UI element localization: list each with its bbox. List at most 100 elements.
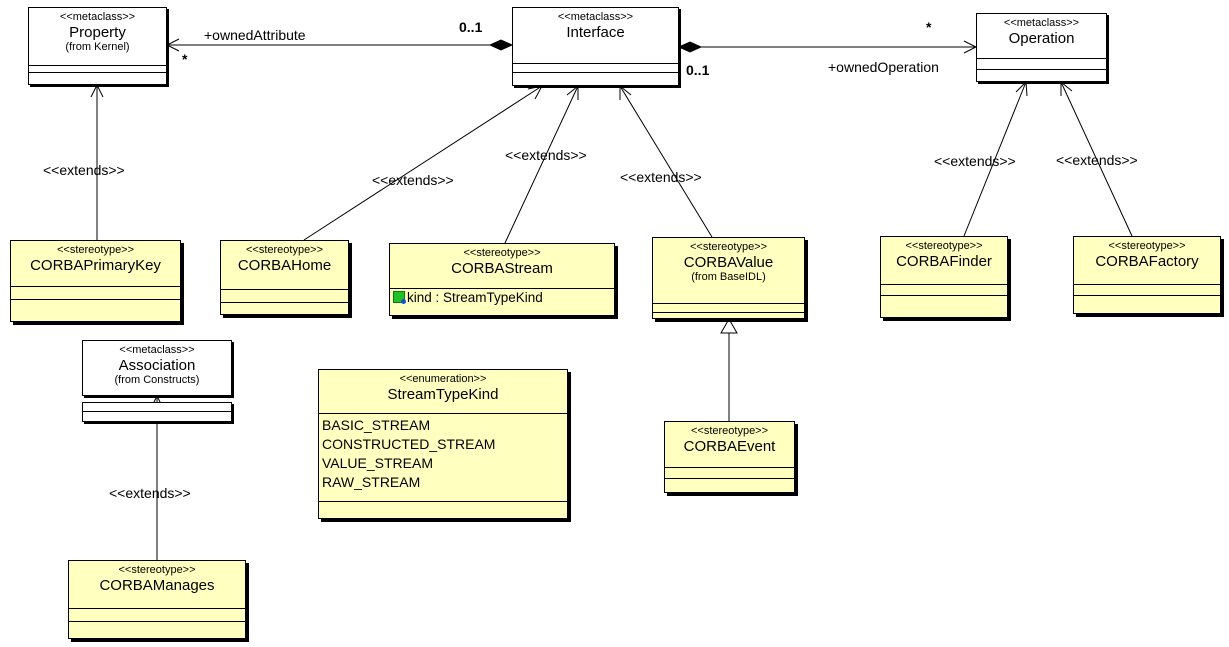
value-attributes	[653, 303, 804, 312]
owned-attribute-interface-multiplicity: 0..1	[459, 19, 483, 35]
enum-literal: VALUE_STREAM	[322, 455, 433, 471]
manages-name: CORBAManages	[99, 576, 215, 594]
extends-value-line	[619, 85, 713, 238]
operation-attributes	[977, 58, 1106, 69]
event-name: CORBAEvent	[683, 437, 776, 455]
property-class[interactable]: <<metaclass>> Property (from Kernel)	[28, 7, 167, 85]
value-name: CORBAValue	[683, 253, 774, 271]
stream-stereotype: <<stereotype>>	[463, 247, 541, 259]
extends-home-arrowhead	[527, 85, 543, 100]
corba-value-class[interactable]: <<stereotype>> CORBAValue (from BaseIDL)	[652, 237, 805, 319]
stream-type-kind-stereotype: <<enumeration>>	[399, 373, 487, 385]
property-operations	[29, 72, 166, 73]
manages-operations	[69, 621, 245, 622]
extends-label-stream: <<extends>>	[505, 147, 587, 163]
manages-attributes	[69, 608, 245, 621]
extends-factory-arrowhead	[1060, 80, 1073, 96]
interface-name: Interface	[566, 23, 625, 41]
association-name: Association	[118, 356, 196, 374]
corba-primary-key-class[interactable]: <<stereotype>> CORBAPrimaryKey	[10, 240, 181, 322]
association-compartments	[82, 402, 232, 422]
owned-operation-operation-multiplicity: *	[926, 19, 932, 35]
stream-name: CORBAStream	[451, 259, 553, 277]
value-operations	[653, 312, 804, 313]
home-name: CORBAHome	[237, 256, 332, 274]
stream-attribute-row[interactable]: kind : StreamTypeKind	[390, 288, 614, 306]
stream-type-kind-enumeration[interactable]: <<enumeration>> StreamTypeKind BASIC_STR…	[318, 369, 568, 519]
interface-class[interactable]: <<metaclass>> Interface	[512, 7, 679, 86]
primary-key-attributes	[11, 286, 180, 299]
corba-home-class[interactable]: <<stereotype>> CORBAHome	[220, 240, 349, 315]
finder-stereotype: <<stereotype>>	[905, 240, 983, 252]
factory-name: CORBAFactory	[1095, 252, 1199, 270]
interface-operations	[513, 72, 678, 73]
association-stereotype: <<metaclass>>	[119, 344, 195, 356]
public-attribute-icon	[393, 291, 406, 304]
operation-name: Operation	[1008, 29, 1075, 47]
event-operations	[665, 478, 794, 479]
finder-name: CORBAFinder	[896, 252, 992, 270]
stream-type-kind-name: StreamTypeKind	[387, 385, 499, 403]
owned-attribute-arrowhead	[165, 38, 180, 52]
extends-label-home: <<extends>>	[372, 172, 454, 188]
stream-type-kind-literals: BASIC_STREAM CONSTRUCTED_STREAM VALUE_ST…	[319, 413, 567, 501]
corba-finder-class[interactable]: <<stereotype>> CORBAFinder	[880, 236, 1008, 318]
operation-stereotype: <<metaclass>>	[1003, 17, 1080, 29]
interface-stereotype: <<metaclass>>	[557, 11, 634, 23]
extends-label-factory: <<extends>>	[1056, 152, 1138, 168]
association-class[interactable]: <<metaclass>> Association (from Construc…	[82, 340, 232, 396]
owned-attribute-role-label: +ownedAttribute	[204, 27, 306, 43]
extends-finder-line	[963, 81, 1027, 237]
association-from: (from Constructs)	[114, 373, 200, 386]
factory-operations	[1074, 295, 1220, 296]
event-attributes	[665, 467, 794, 478]
extends-home-line	[303, 85, 543, 241]
finder-attributes	[881, 284, 1007, 295]
home-operations	[221, 302, 348, 303]
extends-label-primary-key: <<extends>>	[43, 162, 125, 178]
extends-primary-key-arrowhead	[90, 83, 104, 98]
enum-literal: BASIC_STREAM	[322, 417, 431, 433]
interface-attributes	[513, 63, 678, 72]
stream-type-kind-operations	[319, 501, 567, 502]
extends-stream-arrowhead	[566, 84, 579, 100]
generalization-triangle	[720, 317, 738, 334]
extends-factory-line	[1060, 81, 1133, 237]
event-stereotype: <<stereotype>>	[690, 425, 769, 437]
owned-operation-interface-multiplicity: 0..1	[686, 62, 710, 78]
corba-factory-class[interactable]: <<stereotype>> CORBAFactory	[1073, 236, 1221, 314]
extends-finder-arrowhead	[1015, 80, 1028, 97]
property-stereotype: <<metaclass>>	[59, 11, 136, 23]
operation-class[interactable]: <<metaclass>> Operation	[976, 13, 1107, 82]
owned-operation-composition-diamond	[677, 41, 703, 53]
extends-label-manages: <<extends>>	[109, 485, 191, 501]
manages-stereotype: <<stereotype>>	[118, 564, 196, 576]
property-from: (from Kernel)	[65, 40, 130, 53]
corba-manages-class[interactable]: <<stereotype>> CORBAManages	[68, 560, 246, 639]
property-attributes	[29, 65, 166, 72]
primary-key-stereotype: <<stereotype>>	[56, 244, 135, 256]
owned-operation-role-label: +ownedOperation	[828, 59, 939, 75]
corba-event-class[interactable]: <<stereotype>> CORBAEvent	[664, 421, 795, 493]
enum-literal: CONSTRUCTED_STREAM	[322, 436, 496, 452]
home-attributes	[221, 289, 348, 302]
factory-stereotype: <<stereotype>>	[1108, 240, 1186, 252]
operation-operations	[977, 69, 1106, 70]
corba-stream-class[interactable]: <<stereotype>> CORBAStream kind : Stream…	[389, 243, 615, 316]
extends-stream-line	[504, 85, 579, 244]
extends-label-finder: <<extends>>	[934, 153, 1016, 169]
property-name: Property	[69, 23, 126, 41]
owned-attribute-property-multiplicity: *	[182, 51, 188, 67]
owned-attribute-composition-diamond	[488, 39, 514, 51]
value-from: (from BaseIDL)	[691, 270, 766, 283]
extends-label-value: <<extends>>	[620, 169, 702, 185]
enum-literal: RAW_STREAM	[322, 474, 421, 490]
primary-key-operations	[11, 299, 180, 300]
finder-operations	[881, 295, 1007, 296]
stream-attribute-kind: kind : StreamTypeKind	[407, 290, 543, 305]
extends-value-arrowhead	[619, 84, 632, 100]
factory-attributes	[1074, 284, 1220, 295]
primary-key-name: CORBAPrimaryKey	[30, 256, 161, 274]
